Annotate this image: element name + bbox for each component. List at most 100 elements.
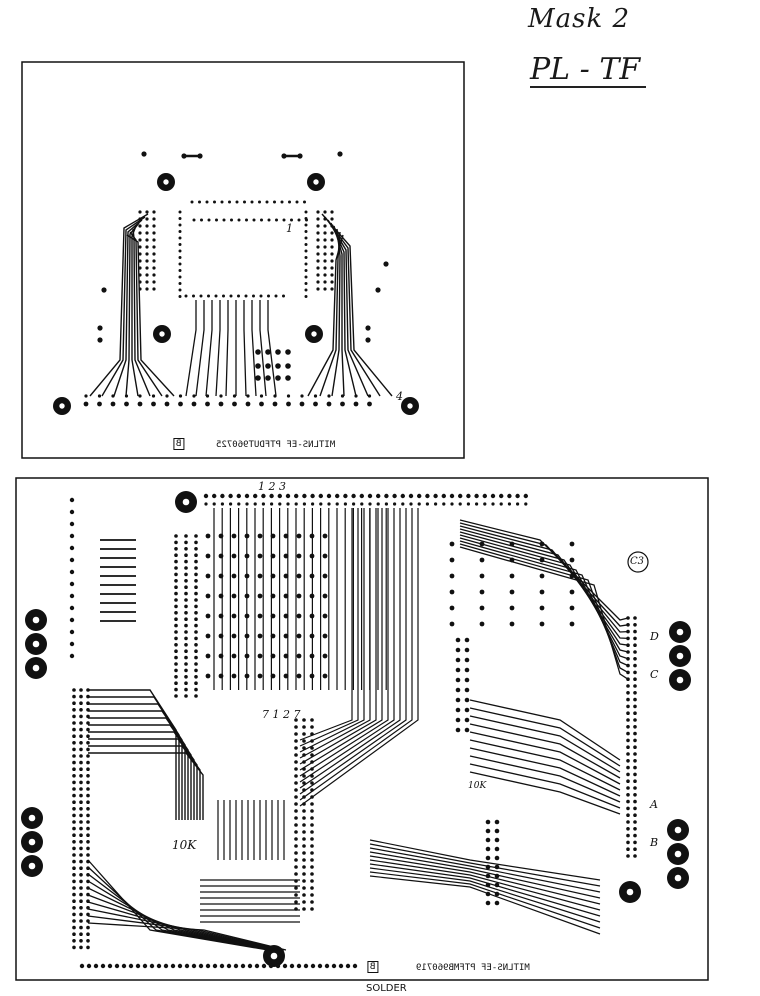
pad <box>79 727 83 732</box>
pad <box>327 502 331 506</box>
pad <box>184 579 188 583</box>
pad <box>194 572 198 577</box>
pad <box>79 892 83 897</box>
pad <box>633 663 637 668</box>
pad <box>633 711 637 715</box>
pad <box>324 963 330 969</box>
pad <box>145 273 149 277</box>
pad <box>316 280 320 284</box>
pad <box>323 280 327 284</box>
pad <box>253 493 258 499</box>
pad <box>323 210 327 214</box>
pad <box>626 847 630 851</box>
pad <box>228 493 233 499</box>
pad <box>174 598 178 602</box>
pad <box>184 540 188 545</box>
pad <box>269 493 274 499</box>
pad <box>86 767 90 771</box>
pad <box>205 963 211 969</box>
pad <box>194 611 198 615</box>
pad <box>626 854 630 858</box>
pad <box>509 589 515 595</box>
pad <box>633 745 637 749</box>
pad <box>294 886 298 890</box>
pad <box>295 200 299 204</box>
trace <box>88 717 189 820</box>
trace <box>369 875 601 935</box>
pad <box>79 919 83 923</box>
pad <box>345 963 351 969</box>
pad <box>184 623 188 628</box>
pad <box>178 256 182 259</box>
pad <box>79 833 83 837</box>
pad <box>509 605 515 611</box>
pad <box>72 826 76 831</box>
pad <box>313 401 318 407</box>
pad <box>569 589 575 595</box>
pad <box>184 598 188 602</box>
pad <box>79 820 83 824</box>
trace <box>469 699 621 761</box>
trace <box>299 508 383 771</box>
pad <box>194 591 198 596</box>
pad <box>86 963 92 969</box>
pad <box>626 738 630 743</box>
pad <box>479 573 485 579</box>
pad <box>302 823 306 827</box>
pad <box>231 633 237 639</box>
pad <box>330 238 334 242</box>
trace <box>299 508 413 801</box>
pad <box>72 760 76 765</box>
pad <box>455 687 461 693</box>
pad <box>302 830 306 834</box>
pad <box>86 741 90 745</box>
mounting-hole-drill <box>59 403 65 409</box>
pad <box>425 502 429 506</box>
pad <box>294 493 299 499</box>
pad <box>86 747 90 752</box>
pad <box>285 349 291 355</box>
pad <box>72 853 76 857</box>
pad <box>275 375 281 381</box>
pad <box>79 734 83 738</box>
pad <box>145 259 149 263</box>
pad <box>257 573 263 579</box>
pad <box>323 231 327 235</box>
pad <box>507 493 512 499</box>
pad <box>145 224 149 228</box>
trace <box>185 300 197 397</box>
pad <box>69 593 75 599</box>
pad <box>79 807 83 811</box>
pad <box>626 704 630 709</box>
pad <box>86 925 90 930</box>
pad <box>330 266 334 270</box>
pad <box>184 611 188 615</box>
pad <box>165 394 169 398</box>
pad <box>316 210 320 214</box>
pad <box>483 502 487 506</box>
pad <box>441 493 446 499</box>
trace <box>459 522 629 627</box>
pad <box>86 813 90 818</box>
pad <box>86 846 90 851</box>
pad <box>633 806 637 811</box>
pad <box>450 502 454 506</box>
mounting-hole-drill <box>159 331 165 337</box>
pad <box>184 675 188 679</box>
resistor-label-left: 10K <box>172 838 197 852</box>
pad <box>330 280 334 284</box>
trace <box>459 519 629 621</box>
c3-circle <box>627 551 649 573</box>
pad <box>294 725 298 729</box>
pad <box>177 963 183 969</box>
pad <box>231 533 237 539</box>
pad <box>294 760 298 764</box>
trace <box>369 867 601 923</box>
pad <box>343 493 348 499</box>
pad <box>93 963 99 969</box>
pad <box>304 275 308 279</box>
pad <box>101 287 107 293</box>
pad <box>174 604 178 609</box>
pad <box>212 493 217 499</box>
pad <box>384 502 388 506</box>
